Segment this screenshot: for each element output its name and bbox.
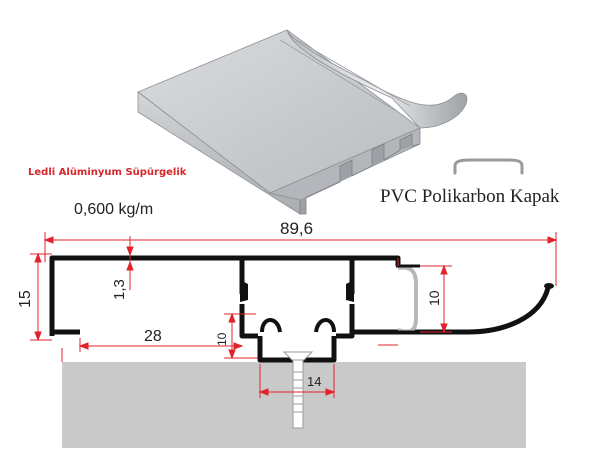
profile-3d-render	[137, 29, 468, 215]
render-curved-lip	[286, 29, 468, 129]
mounting-screw-head	[282, 351, 314, 361]
product-title: Ledli Alüminyum Süpürgelik	[28, 167, 187, 178]
dim-wall-thickness: 1,3	[111, 279, 128, 300]
render-groove	[279, 35, 411, 113]
render-bottom-edge	[305, 143, 421, 199]
dim-channel-width: 14	[307, 374, 321, 389]
cover-label: PVC Polikarbon Kapak	[380, 186, 560, 207]
dim-height: 15	[17, 290, 34, 308]
profile-inner-clip-left	[240, 280, 248, 302]
dim-channel-depth: 10	[215, 332, 229, 346]
dimension-lines	[30, 232, 558, 398]
dim-total-width: 89,6	[280, 219, 313, 238]
pvc-cover-section	[397, 265, 418, 334]
profile-inner-clip-right	[346, 280, 354, 302]
weight-label: 0,600 kg/m	[74, 201, 154, 218]
profile-cross-section	[49, 255, 551, 363]
profile-curved-end	[544, 283, 554, 289]
render-underside-legs	[299, 133, 413, 215]
pvc-cover-inner-line	[396, 264, 420, 334]
dim-inner-width: 28	[144, 328, 162, 345]
dim-cover-height: 10	[426, 290, 442, 306]
pvc-cover-icon	[453, 158, 524, 175]
mounting-screw-threads	[293, 371, 303, 413]
